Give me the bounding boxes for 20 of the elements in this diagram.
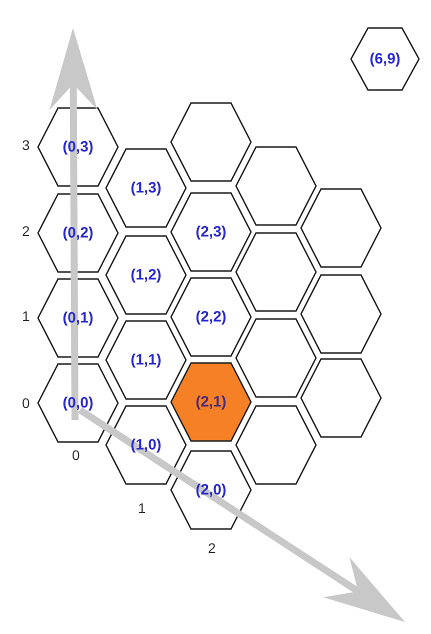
- coordinate-label: (1,0): [130, 436, 162, 454]
- coordinate-label: (1,2): [130, 266, 162, 284]
- coordinate-label: (1,3): [130, 180, 162, 196]
- axis-tick-label: 3: [22, 137, 30, 153]
- coordinate-label: (2,3): [196, 224, 226, 240]
- coordinate-label: (6,9): [370, 50, 400, 68]
- coordinate-label: (2,0): [196, 482, 226, 498]
- coordinate-label: (0,0): [62, 394, 94, 412]
- axis-tick-label: 0: [72, 447, 80, 463]
- coordinate-label: (2,1): [196, 394, 226, 410]
- axis-tick-label: 0: [22, 395, 30, 411]
- coordinate-label: (1,1): [130, 352, 162, 368]
- coordinate-label: (0,3): [62, 138, 94, 156]
- axis-tick-label: 1: [22, 308, 30, 324]
- coordinate-label: (0,2): [62, 224, 94, 242]
- coordinate-label: (2,2): [196, 308, 226, 326]
- axis-tick-label: 2: [208, 540, 216, 556]
- axis-tick-label: 1: [138, 500, 146, 516]
- axis-tick-label: 2: [22, 223, 30, 239]
- coordinate-label: (0,1): [62, 310, 94, 326]
